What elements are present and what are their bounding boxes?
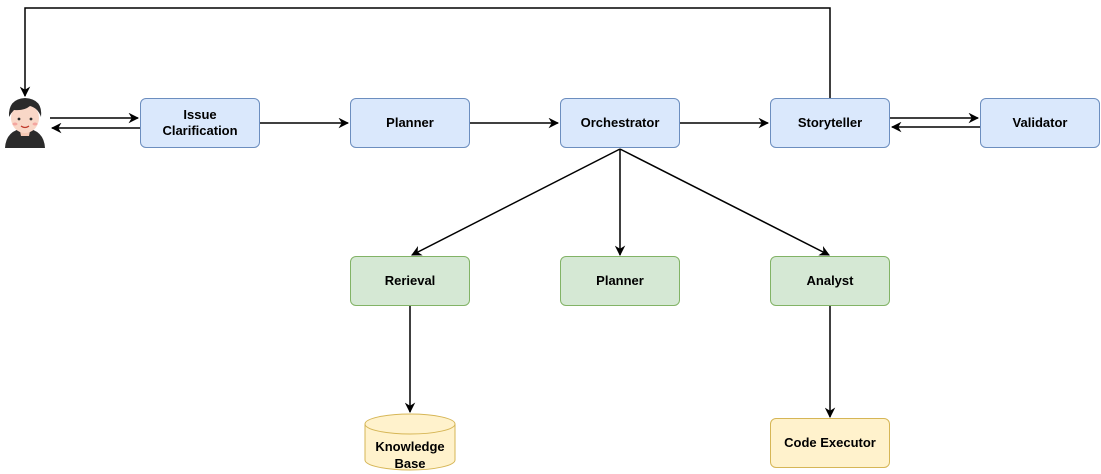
analyst-label: Analyst — [806, 273, 854, 288]
code-executor-label: Code Executor — [784, 435, 876, 450]
planner-mid-node[interactable]: Planner — [560, 256, 680, 306]
retrieval-node[interactable]: Rerieval — [350, 256, 470, 306]
code-executor-node[interactable]: Code Executor — [770, 418, 890, 468]
issue-clarification-label: Issue Clarification — [162, 107, 238, 138]
planner-top-node[interactable]: Planner — [350, 98, 470, 148]
orchestrator-node[interactable]: Orchestrator — [560, 98, 680, 148]
edge-orchestrator-to-analyst — [619, 148, 830, 256]
planner-mid-label: Planner — [596, 273, 644, 288]
storyteller-node[interactable]: Storyteller — [770, 98, 890, 148]
planner-top-label: Planner — [386, 115, 434, 130]
user-avatar-icon — [5, 98, 45, 148]
knowledge-base-cylinder — [364, 413, 456, 471]
issue-clarification-node[interactable]: Issue Clarification — [140, 98, 260, 148]
validator-node[interactable]: Validator — [980, 98, 1100, 148]
orchestrator-label: Orchestrator — [580, 115, 660, 130]
edge-storyteller-to-user — [19, 7, 831, 98]
validator-label: Validator — [1012, 115, 1068, 130]
analyst-node[interactable]: Analyst — [770, 256, 890, 306]
knowledge-base-label[interactable]: Knowledge Base — [375, 439, 445, 471]
edge-orchestrator-to-retrieval — [411, 148, 621, 256]
retrieval-label: Rerieval — [384, 273, 436, 288]
storyteller-label: Storyteller — [797, 115, 863, 130]
